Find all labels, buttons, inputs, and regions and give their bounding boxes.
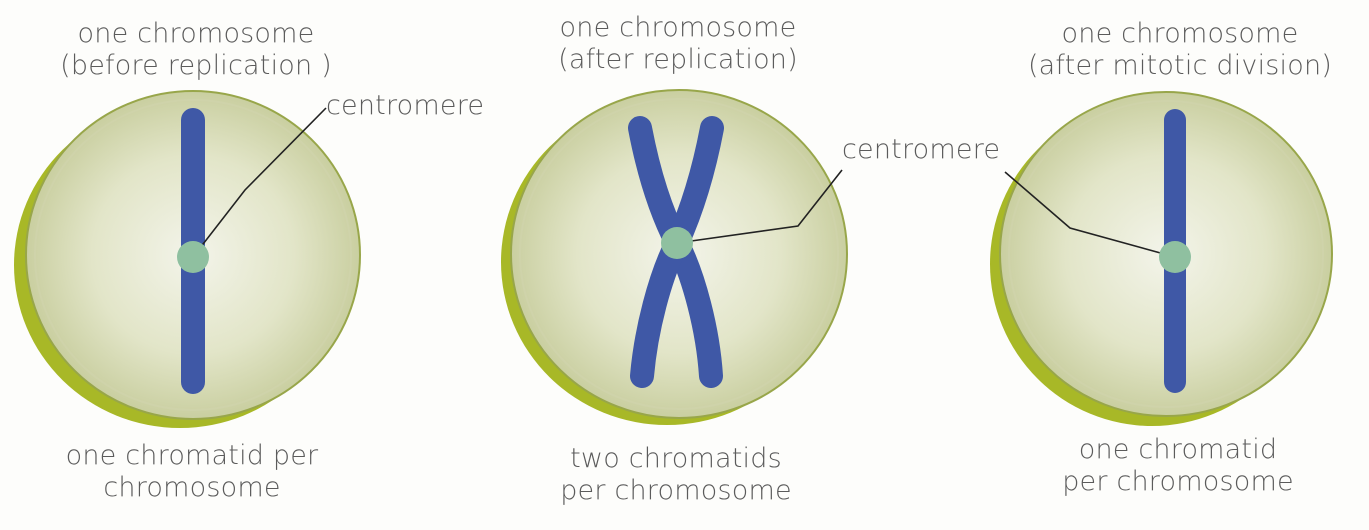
centromere-2 bbox=[661, 227, 693, 259]
panel-1-caption-line2: chromosome bbox=[103, 472, 281, 503]
centromere-leader-3 bbox=[1004, 171, 1176, 258]
cell-2-rim bbox=[519, 98, 839, 410]
panel-1-title-line2: (before replication ) bbox=[60, 50, 332, 81]
panel-1-caption: one chromatid per chromosome bbox=[44, 440, 340, 504]
cell-1-rim bbox=[34, 99, 352, 411]
panel-2-caption-line2: per chromosome bbox=[560, 475, 792, 506]
panel-2-caption: two chromatids per chromosome bbox=[528, 443, 824, 507]
centromere-label-1: centromere bbox=[326, 90, 485, 121]
cell-3 bbox=[990, 91, 1333, 426]
centromere-leader-2 bbox=[676, 169, 843, 244]
panel-3-caption-line2: per chromosome bbox=[1062, 466, 1294, 497]
centromere-leader-1 bbox=[192, 107, 327, 258]
centromere-3 bbox=[1159, 241, 1191, 273]
panel-1-title-line1: one chromosome bbox=[77, 18, 315, 49]
panel-3-caption-line1: one chromatid bbox=[1078, 434, 1278, 465]
centromere-1 bbox=[177, 241, 209, 273]
panel-3-title: one chromosome (after mitotic division) bbox=[1010, 18, 1350, 82]
panel-2-title: one chromosome (after replication) bbox=[540, 12, 816, 76]
cell-3-rim bbox=[1008, 100, 1324, 408]
panel-2-title-line1: one chromosome bbox=[559, 12, 797, 43]
centromere-label-2: centromere bbox=[842, 134, 1001, 165]
panel-2-title-line2: (after replication) bbox=[558, 44, 798, 75]
panel-1-title: one chromosome (before replication ) bbox=[58, 18, 334, 82]
panel-3-caption: one chromatid per chromosome bbox=[1030, 434, 1326, 498]
panel-3-title-line1: one chromosome bbox=[1061, 18, 1299, 49]
panel-1-caption-line1: one chromatid per bbox=[65, 440, 319, 471]
panel-2-caption-line1: two chromatids bbox=[570, 443, 782, 474]
panel-3-title-line2: (after mitotic division) bbox=[1027, 50, 1333, 81]
